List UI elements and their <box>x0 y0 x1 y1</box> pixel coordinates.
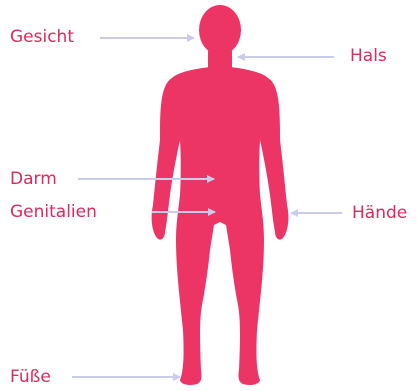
label-genitals: Genitalien <box>10 202 97 222</box>
label-hands: Hände <box>352 203 407 223</box>
label-bowel: Darm <box>10 169 57 189</box>
label-feet: Füße <box>10 367 51 387</box>
label-face: Gesicht <box>10 27 74 47</box>
label-neck: Hals <box>350 46 387 66</box>
human-silhouette <box>152 5 289 385</box>
